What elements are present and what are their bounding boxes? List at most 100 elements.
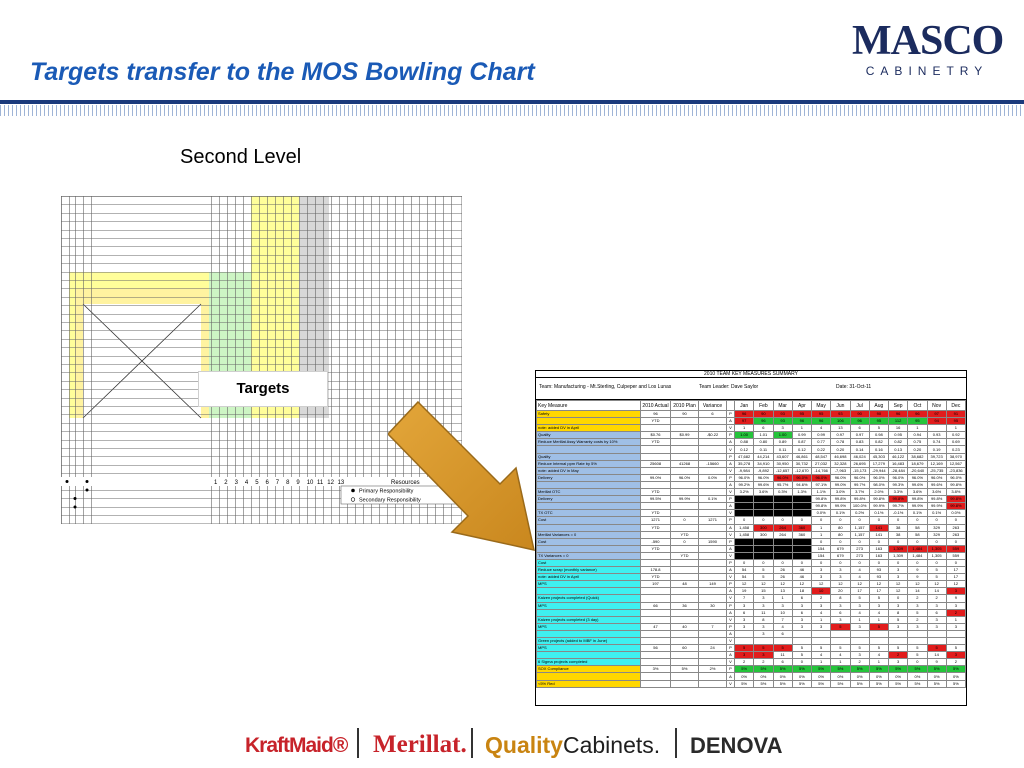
month-value-cell: 93 xyxy=(868,573,890,582)
month-value-cell: 273 xyxy=(849,551,870,560)
variance-cell xyxy=(698,438,727,447)
month-value-cell: 0% xyxy=(868,672,890,681)
plan-cell xyxy=(670,417,699,426)
plan-cell: 0 xyxy=(670,516,699,525)
month-value-cell xyxy=(830,629,851,639)
month-value-cell: 0 xyxy=(907,658,928,667)
month-value-cell: 99.8% xyxy=(926,495,947,504)
month-value-cell: -12,670 xyxy=(791,466,813,475)
measure-name-cell xyxy=(536,608,641,617)
actual-cell: 96 xyxy=(640,409,671,419)
month-value-cell: 0% xyxy=(733,672,755,681)
month-value-cell: 5% xyxy=(849,665,870,674)
month-value-cell: 300 xyxy=(753,530,774,539)
measure-name-cell xyxy=(536,502,641,511)
month-value-cell: -15,173 xyxy=(849,466,870,475)
plan-cell xyxy=(670,523,699,532)
brand-divider xyxy=(471,728,473,758)
month-value-cell: 47,682 xyxy=(733,452,755,461)
actual-cell xyxy=(640,466,671,475)
measure-name-cell: note: added DV in April xyxy=(536,573,641,582)
plan-cell xyxy=(670,679,699,688)
month-value-cell: 0.19 xyxy=(926,445,947,454)
month-value-cell: 9 xyxy=(945,594,966,603)
month-value-cell: 5 xyxy=(791,644,813,653)
actual-cell xyxy=(640,636,671,646)
month-value-cell: 1,305 xyxy=(926,551,947,560)
month-value-cell xyxy=(791,495,813,504)
month-value-cell: 35,278 xyxy=(733,459,755,468)
month-value-cell: 163 xyxy=(868,551,890,560)
month-value-cell: 5% xyxy=(772,665,793,674)
month-value-cell: 99.0% xyxy=(830,480,851,490)
month-value-cell: 3 xyxy=(868,601,890,610)
actual-cell xyxy=(640,587,671,596)
month-value-cell: 96 xyxy=(733,409,755,419)
month-value-cell xyxy=(849,629,870,639)
month-value-cell xyxy=(733,509,755,518)
month-value-cell: 5% xyxy=(945,679,966,688)
month-value-cell: 27,032 xyxy=(810,459,832,468)
month-value-cell: 54 xyxy=(733,566,755,575)
month-value-cell: 4 xyxy=(810,651,832,660)
month-value-cell: 3 xyxy=(849,651,870,660)
month-value-cell: 3 xyxy=(849,622,870,631)
variance-cell xyxy=(698,679,727,688)
month-value-cell: 3 xyxy=(810,601,832,610)
variance-cell xyxy=(698,509,727,518)
month-value-cell: 3 xyxy=(791,622,813,631)
month-value-cell: 99.6% xyxy=(926,480,947,490)
measure-name-cell: MPS xyxy=(536,622,641,631)
actual-cell: YTD xyxy=(640,523,671,532)
variance-cell: 30 xyxy=(698,601,727,610)
month-value-cell xyxy=(907,629,928,639)
month-value-cell: 0 xyxy=(791,558,813,568)
sheet-header-cell: Jan xyxy=(733,400,755,411)
month-value-cell: 46,698 xyxy=(830,452,851,461)
sheet-header-cell: Nov xyxy=(926,400,947,411)
month-value-cell: 30,732 xyxy=(791,459,813,468)
month-value-cell: 5 xyxy=(868,594,890,603)
measure-row: Green projects (added to MBF in June)V xyxy=(536,636,966,646)
month-value-cell: 2 xyxy=(945,658,966,667)
plan-cell: 99.9% xyxy=(670,495,699,504)
month-value-cell: 0 xyxy=(887,594,909,603)
month-value-cell xyxy=(945,636,966,646)
month-value-cell xyxy=(753,544,774,553)
targets-callout: Targets xyxy=(198,371,328,407)
month-value-cell: 96.0% xyxy=(791,473,813,482)
month-value-cell: 5 xyxy=(849,594,870,603)
month-value-cell: 95 xyxy=(907,417,928,426)
month-value-cell: 0 xyxy=(868,537,890,546)
merillat-logo: Merillat. xyxy=(373,731,467,758)
month-value-cell: 0.97 xyxy=(830,431,851,440)
month-value-cell xyxy=(887,629,909,639)
plan-cell xyxy=(670,438,699,447)
month-value-cell: 5 xyxy=(887,644,909,653)
sheet-header-cell: Jul xyxy=(849,400,870,411)
month-value-cell: 2 xyxy=(849,658,870,667)
month-value-cell: 1 xyxy=(791,424,813,433)
month-value-cell: 3 xyxy=(945,651,966,660)
month-value-cell: 3 xyxy=(753,622,774,631)
actual-cell xyxy=(640,480,671,490)
month-value-cell: 20 xyxy=(830,587,851,596)
month-value-cell: 0.97 xyxy=(849,431,870,440)
month-value-cell: 0 xyxy=(945,537,966,546)
plan-cell xyxy=(670,424,699,433)
variance-cell xyxy=(698,672,727,681)
plan-cell xyxy=(670,509,699,518)
row-type-cell: V xyxy=(726,573,735,582)
month-value-cell: 3 xyxy=(753,651,774,660)
month-value-cell: 0 xyxy=(887,537,909,546)
month-value-cell: -0.1% xyxy=(887,509,909,518)
month-value-cell: 5 xyxy=(907,644,928,653)
month-value-cell xyxy=(791,636,813,646)
variance-cell: 0.1% xyxy=(698,495,727,504)
month-value-cell: 96 xyxy=(849,417,870,426)
month-value-cell: 9 xyxy=(907,573,928,582)
